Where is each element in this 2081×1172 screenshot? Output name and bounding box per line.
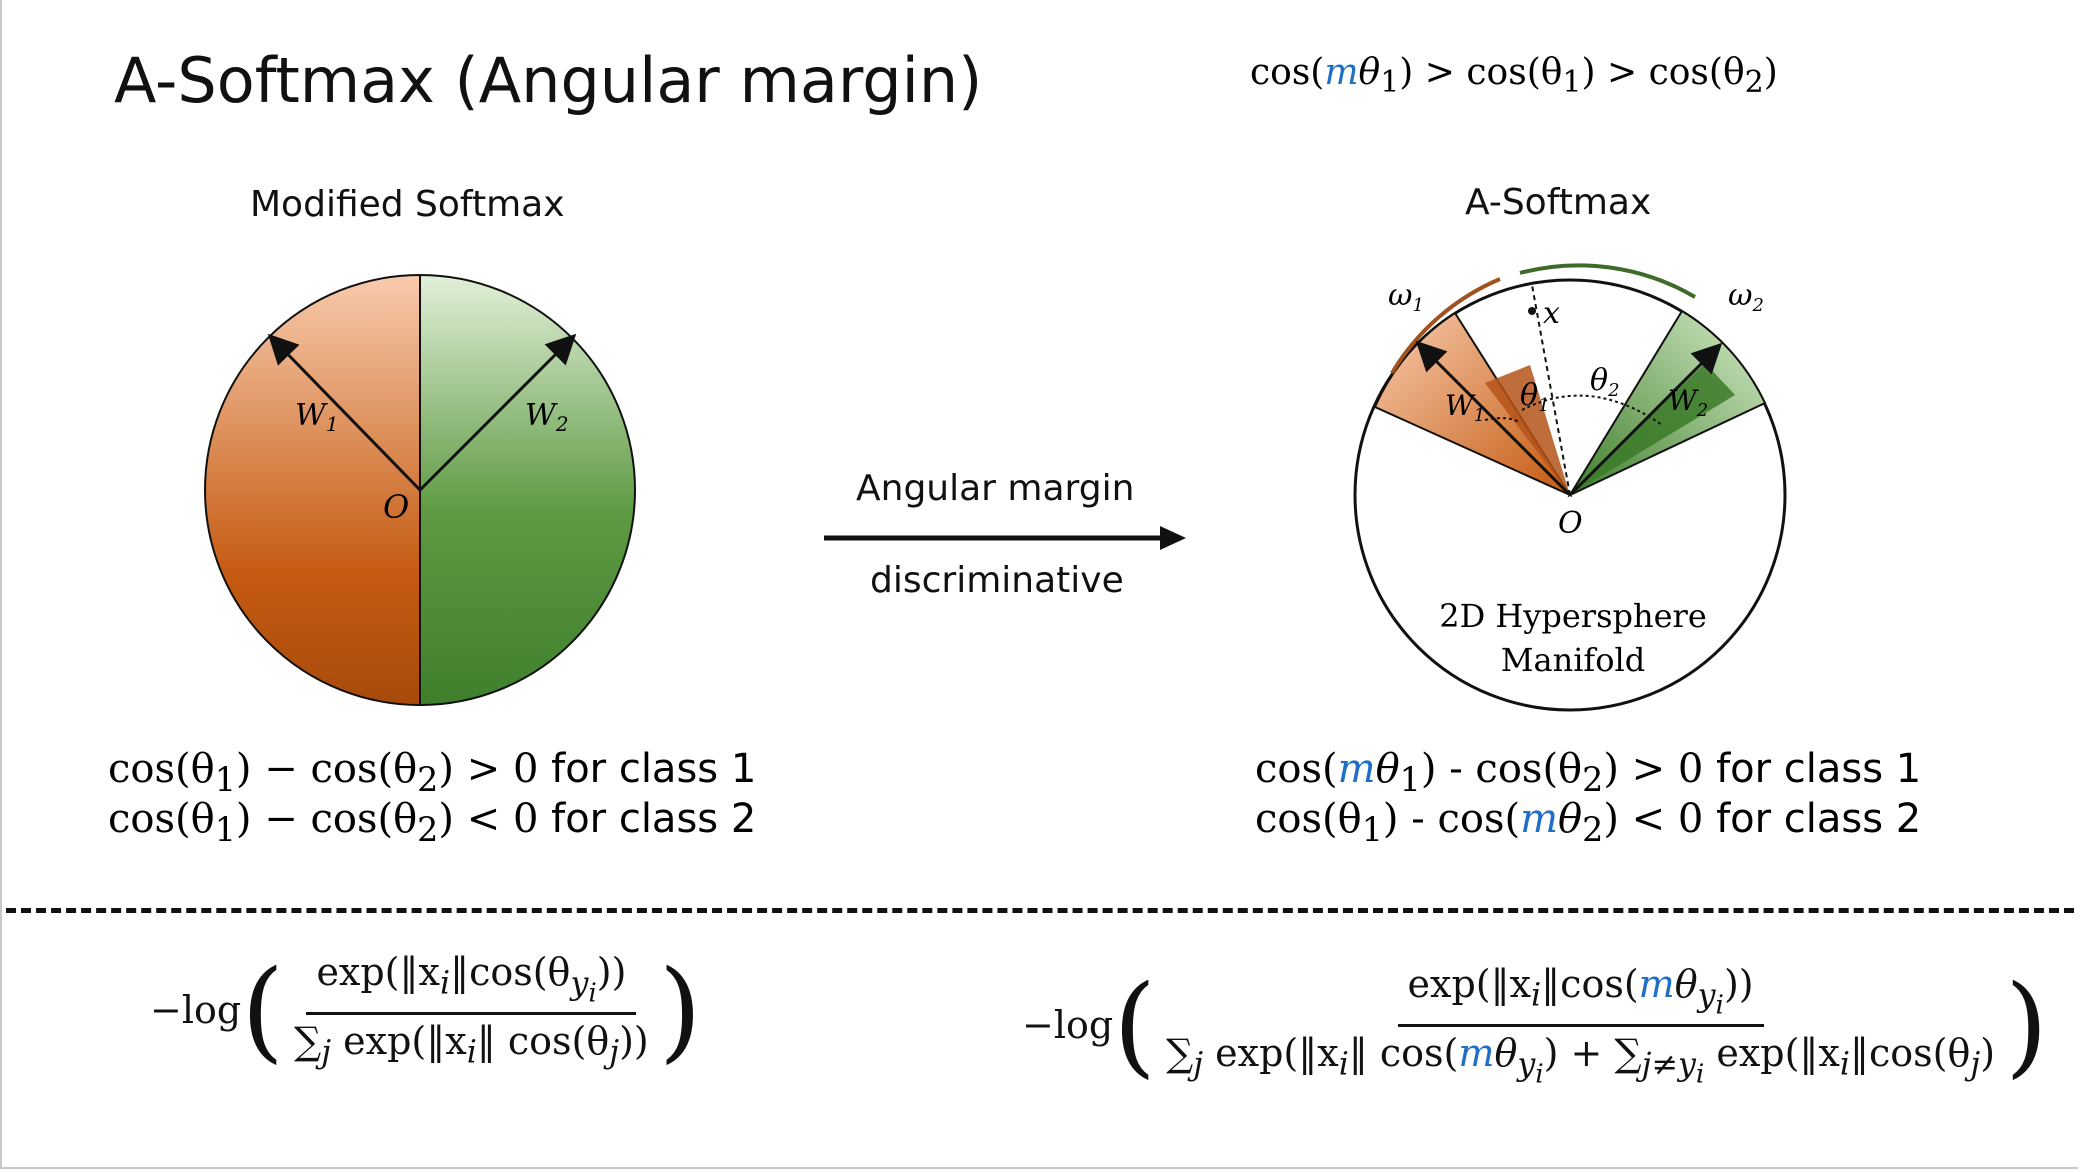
eq-part: cos(θ bbox=[108, 796, 215, 842]
transform-arrow bbox=[824, 526, 1186, 550]
margin-m: m bbox=[1324, 52, 1359, 93]
slide-title: A-Softmax (Angular margin) bbox=[114, 44, 983, 117]
loss-fraction: exp(‖xi‖cos(θyi)) ∑j exp(‖xi‖ cos(θj)) bbox=[284, 950, 659, 1071]
x-point bbox=[1528, 307, 1536, 315]
class2-inner-wedge bbox=[1570, 363, 1735, 495]
w1-vector bbox=[1415, 340, 1572, 497]
manifold-line1: 2D Hypersphere bbox=[1439, 597, 1707, 635]
paren-left: ( bbox=[1113, 961, 1157, 1090]
ineq-part: ) > cos(θ bbox=[1399, 52, 1563, 93]
left-eq-class2: cos(θ1) − cos(θ2) < 0 for class 2 bbox=[108, 796, 756, 849]
eq-sub: 1 bbox=[214, 810, 236, 849]
class1-half bbox=[204, 273, 421, 707]
margin-m: m bbox=[1520, 796, 1559, 842]
omega2-arc bbox=[1519, 263, 1697, 299]
modified-softmax-circle: W1 W2 O bbox=[204, 273, 636, 707]
theta1-label: θ1 bbox=[1520, 378, 1550, 416]
eq-part: ) − cos(θ bbox=[235, 796, 418, 842]
w2-label: W2 bbox=[1668, 384, 1708, 421]
eq-part: θ bbox=[1558, 796, 1583, 842]
eq-part: ) - cos(θ bbox=[1420, 746, 1583, 792]
eq-part: ) − cos(θ bbox=[235, 746, 418, 792]
omega2-label: ω2 bbox=[1728, 278, 1764, 316]
eq-part: ) > 0 bbox=[1603, 746, 1717, 792]
eq-part: cos(θ bbox=[1255, 796, 1362, 842]
eq-part: ) > 0 bbox=[438, 746, 552, 792]
origin-label: O bbox=[383, 488, 409, 526]
eq-sub: 2 bbox=[1582, 810, 1604, 849]
modified-softmax-heading: Modified Softmax bbox=[250, 184, 565, 225]
eq-text: for class 2 bbox=[1716, 796, 1922, 842]
eq-sub: 2 bbox=[417, 810, 439, 849]
loss-numerator: exp(‖xi‖cos(θyi)) bbox=[306, 950, 637, 1015]
eq-text: for class 1 bbox=[1716, 746, 1922, 792]
loss-denominator: ∑j exp(‖xi‖ cos(mθyi) + ∑j≠yi exp(‖xi‖co… bbox=[1166, 1030, 1996, 1089]
ineq-part: ) > cos(θ bbox=[1581, 52, 1745, 93]
paren-right: ) bbox=[658, 946, 702, 1075]
right-eq-class1: cos(mθ1) - cos(θ2) > 0 for class 1 bbox=[1255, 746, 1921, 799]
w1-label: W1 bbox=[295, 398, 339, 436]
origin-label: O bbox=[1558, 506, 1583, 541]
eq-text: for class 2 bbox=[551, 796, 757, 842]
top-inequality: cos(mθ1) > cos(θ1) > cos(θ2) bbox=[1250, 52, 1778, 100]
loss-fraction: exp(‖xi‖cos(mθyi)) ∑j exp(‖xi‖ cos(mθyi)… bbox=[1156, 962, 2005, 1089]
eq-sub: 1 bbox=[1399, 760, 1421, 799]
eq-part: ) < 0 bbox=[438, 796, 552, 842]
loss-prefix: −log bbox=[150, 988, 242, 1033]
eq-part: θ bbox=[1375, 746, 1400, 792]
ineq-part: ) bbox=[1763, 52, 1778, 93]
modified-softmax-loss: −log ( exp(‖xi‖cos(θyi)) ∑j exp(‖xi‖ cos… bbox=[150, 950, 702, 1071]
eq-sub: 2 bbox=[417, 760, 439, 799]
paren-right: ) bbox=[2005, 961, 2048, 1090]
loss-prefix: −log bbox=[1022, 1003, 1114, 1048]
margin-m: m bbox=[1337, 746, 1376, 792]
eq-sub: 1 bbox=[214, 760, 236, 799]
eq-sub: 1 bbox=[1361, 810, 1383, 849]
eq-part: cos( bbox=[1255, 746, 1338, 792]
omega1-arc bbox=[1390, 277, 1501, 375]
loss-denominator: ∑j exp(‖xi‖ cos(θj)) bbox=[294, 1018, 649, 1071]
x-label: x bbox=[1543, 296, 1560, 331]
eq-part: ) < 0 bbox=[1603, 796, 1717, 842]
ineq-sub: 2 bbox=[1744, 65, 1764, 101]
arrow-top-label: Angular margin bbox=[856, 468, 1135, 509]
a-softmax-heading: A-Softmax bbox=[1465, 182, 1652, 223]
right-eq-class2: cos(θ1) - cos(mθ2) < 0 for class 2 bbox=[1255, 796, 1921, 849]
manifold-line2: Manifold bbox=[1501, 641, 1646, 679]
theta2-label: θ2 bbox=[1590, 363, 1620, 401]
arrow-bottom-label: discriminative bbox=[870, 560, 1124, 601]
eq-part: ) - cos( bbox=[1382, 796, 1521, 842]
a-softmax-loss: −log ( exp(‖xi‖cos(mθyi)) ∑j exp(‖xi‖ co… bbox=[1022, 962, 2048, 1089]
ineq-part: cos( bbox=[1250, 52, 1325, 93]
paren-left: ( bbox=[241, 946, 285, 1075]
eq-sub: 2 bbox=[1582, 760, 1604, 799]
left-eq-class1: cos(θ1) − cos(θ2) > 0 for class 1 bbox=[108, 746, 756, 799]
w2-vector bbox=[418, 333, 577, 492]
a-softmax-circle: ω1 ω2 x θ1 θ2 W1 W2 O 2D Hypersphere Man… bbox=[1353, 263, 1787, 712]
w1-vector bbox=[267, 333, 422, 492]
loss-numerator: exp(‖xi‖cos(mθyi)) bbox=[1397, 962, 1764, 1027]
ineq-sub: 1 bbox=[1562, 65, 1582, 101]
w1-label: W1 bbox=[1445, 389, 1485, 426]
ineq-part: θ bbox=[1358, 52, 1381, 93]
eq-text: for class 1 bbox=[551, 746, 757, 792]
omega1-label: ω1 bbox=[1388, 278, 1424, 316]
class2-half bbox=[419, 273, 636, 707]
class1-inner-wedge bbox=[1485, 365, 1570, 495]
w2-label: W2 bbox=[525, 398, 569, 436]
ineq-sub: 1 bbox=[1380, 65, 1400, 101]
w2-vector bbox=[1568, 342, 1723, 497]
section-divider bbox=[6, 908, 2074, 913]
eq-part: cos(θ bbox=[108, 746, 215, 792]
